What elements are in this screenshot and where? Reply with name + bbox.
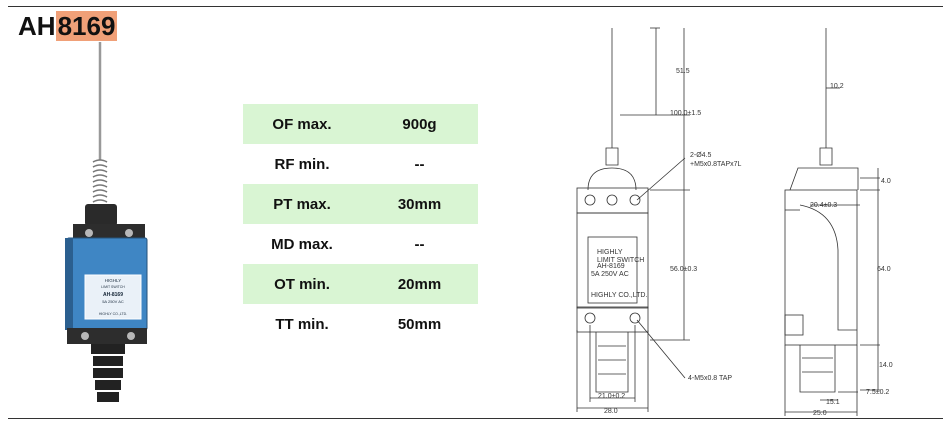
front-view	[576, 27, 690, 412]
product-photo: HIGHLY LIMIT SWITCH AH-8169 5A 250V AC H…	[65, 42, 148, 402]
spec-value: --	[414, 235, 425, 253]
spec-value: 20mm	[361, 264, 478, 304]
spec-table: OF max. 900g RF min. -- PT max. 30mm MD …	[243, 104, 478, 344]
svg-text:51.5: 51.5	[676, 68, 690, 75]
svg-text:15.1: 15.1	[826, 399, 840, 406]
bottom-rule	[8, 418, 943, 419]
svg-text:100.0±1.5: 100.0±1.5	[670, 110, 701, 117]
spec-label: OF max.	[243, 104, 361, 144]
spec-row: RF min. --	[243, 144, 478, 184]
spec-row: OF max. 900g	[243, 104, 478, 144]
title-prefix: AH	[18, 11, 56, 41]
svg-text:28.0: 28.0	[604, 408, 618, 415]
svg-text:HIGHLY CO.,LTD.: HIGHLY CO.,LTD.	[591, 292, 647, 299]
svg-text:7.5±0.2: 7.5±0.2	[866, 389, 889, 396]
actuator-head	[85, 204, 117, 226]
top-rule	[8, 6, 943, 7]
spring-coil	[92, 159, 108, 203]
svg-text:HIGHLY CO.,LTD.: HIGHLY CO.,LTD.	[99, 312, 127, 316]
svg-text:64.0: 64.0	[877, 266, 891, 273]
svg-text:14.0: 14.0	[879, 362, 893, 369]
spec-row: MD max. --	[243, 224, 478, 264]
svg-text:4-M5x0.8 TAP: 4-M5x0.8 TAP	[688, 375, 732, 382]
cable-gland	[91, 344, 125, 402]
bottom-cap	[67, 328, 147, 344]
svg-text:2-Ø4.5: 2-Ø4.5	[690, 152, 712, 159]
switch-label	[84, 274, 142, 320]
svg-text:AH-8169: AH-8169	[597, 263, 625, 270]
title-model-highlight: 8169	[55, 11, 118, 41]
spec-label: RF min.	[274, 155, 330, 173]
svg-text:AH-8169: AH-8169	[103, 292, 123, 298]
spec-label: TT min.	[275, 315, 329, 333]
svg-text:HIGHLY: HIGHLY	[105, 278, 121, 283]
spec-value: --	[414, 155, 425, 173]
spec-row: PT max. 30mm	[243, 184, 478, 224]
svg-text:LIMIT SWITCH: LIMIT SWITCH	[597, 257, 644, 264]
svg-text:HIGHLY: HIGHLY	[597, 249, 623, 256]
spec-label: MD max.	[271, 235, 333, 253]
side-view	[784, 28, 880, 416]
page-title: AH8169	[18, 11, 118, 41]
svg-text:LIMIT SWITCH: LIMIT SWITCH	[101, 285, 125, 289]
svg-text:5A 250V AC: 5A 250V AC	[591, 271, 629, 278]
svg-text:25.0: 25.0	[813, 410, 827, 417]
svg-text:5A 250V AC: 5A 250V AC	[102, 299, 124, 304]
spec-value: 50mm	[397, 315, 442, 333]
svg-text:21.0±0.2: 21.0±0.2	[598, 393, 625, 400]
front-view-labels: 51.5 100.0±1.5 2-Ø4.5 +M5x0.8TAPx7L 56.0…	[591, 68, 742, 415]
svg-text:56.0±0.3: 56.0±0.3	[670, 266, 697, 273]
svg-text:+M5x0.8TAPx7L: +M5x0.8TAPx7L	[690, 161, 742, 168]
svg-text:4.0: 4.0	[881, 178, 891, 185]
spec-label: PT max.	[243, 184, 361, 224]
spec-value: 900g	[361, 104, 478, 144]
side-view-labels: 10.2 4.0 20.4±0.3 64.0 14.0 7.5±0.2 15.1…	[810, 83, 893, 417]
svg-text:10.2: 10.2	[830, 83, 844, 90]
spec-row: TT min. 50mm	[243, 304, 478, 344]
spec-row: OT min. 20mm	[243, 264, 478, 304]
svg-text:20.4±0.3: 20.4±0.3	[810, 202, 837, 209]
technical-drawing: 51.5 100.0±1.5 2-Ø4.5 +M5x0.8TAPx7L 56.0…	[576, 27, 893, 417]
spec-value: 30mm	[361, 184, 478, 224]
spec-label: OT min.	[243, 264, 361, 304]
